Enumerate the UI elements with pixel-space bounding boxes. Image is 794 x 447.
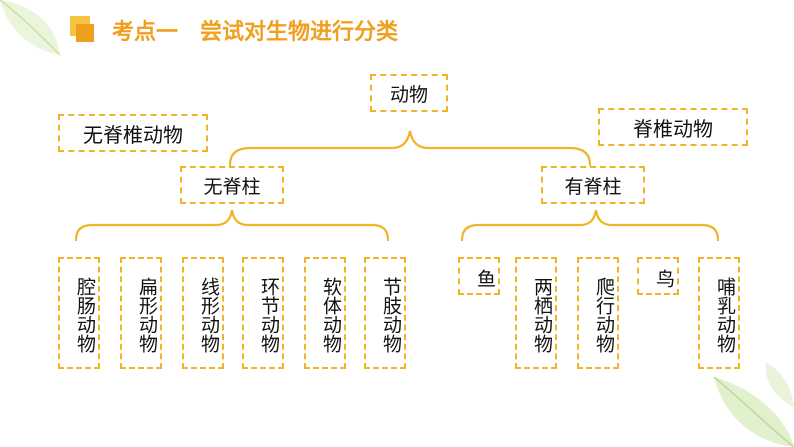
leaf-node: 线形动物 [182,257,224,369]
leaf-node: 软体动物 [304,257,346,369]
root-brace [228,130,592,167]
leaf-node: 鸟 [637,257,679,295]
branch-node-no-spine: 无脊柱 [180,166,284,204]
leaf-node: 环节动物 [242,257,284,369]
leaf-node: 鱼 [458,257,500,295]
left-brace [74,209,390,242]
slide-title: 考点一 尝试对生物进行分类 [62,10,482,50]
right-brace [460,209,720,242]
leaf-node: 节肢动物 [364,257,406,369]
leaf-node: 腔肠动物 [58,257,100,369]
root-node: 动物 [370,74,448,112]
leaf-node: 两栖动物 [515,257,557,369]
leaf-node: 扁形动物 [120,257,162,369]
branch-node-spine: 有脊柱 [541,166,645,204]
vertebrate-label: 脊椎动物 [598,108,748,146]
leaf-node: 哺乳动物 [698,257,740,369]
title-square-icon-accent [76,24,94,42]
title-text: 考点一 尝试对生物进行分类 [112,20,399,45]
leaf-node: 爬行动物 [577,257,619,369]
invertebrate-label: 无脊椎动物 [58,114,208,152]
